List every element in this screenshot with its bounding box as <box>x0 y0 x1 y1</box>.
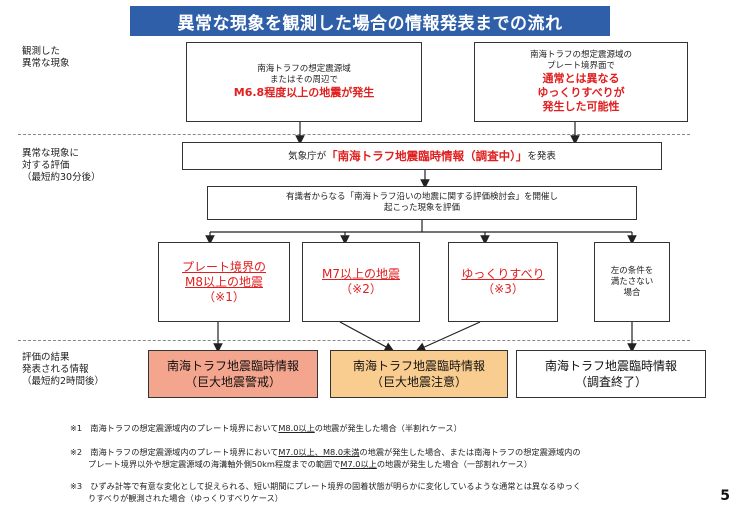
result-major-advisory: 南海トラフ地震臨時情報 （巨大地震注意） <box>330 350 508 398</box>
result-text: （調査終了） <box>574 375 647 389</box>
case-text: 左の条件を <box>610 265 654 276</box>
case-note-ref: （※3） <box>482 282 524 296</box>
row-label-line: （最短約2時間後） <box>22 376 105 387</box>
box-highlight-text: 発生した可能性 <box>542 100 620 113</box>
divider <box>18 134 690 135</box>
note-text: プレート境界以外や想定震源域の海溝軸外側50km程度までの範囲で <box>88 459 341 469</box>
box-highlight-text: M6.8程度以上の地震が発生 <box>233 86 375 99</box>
case-note-ref: （※2） <box>340 282 382 296</box>
divider <box>18 340 690 341</box>
result-major-warning: 南海トラフ地震臨時情報 （巨大地震警戒） <box>148 350 318 398</box>
note-underlined-text: M7.0以上、M8.0未満 <box>278 447 360 457</box>
box-text: 南海トラフの想定震源域の <box>529 50 632 60</box>
note-text: の地震が発生した場合（一部割れケース） <box>376 459 533 469</box>
box-text: 南海トラフの想定震源域 <box>257 64 351 74</box>
evaluation-committee-box: 有識者からなる「南海トラフ沿いの地震に関する評価検討会」を開催し 起こった現象を… <box>207 186 637 220</box>
case-note-ref: （※1） <box>203 289 245 304</box>
box-highlight-text: 通常とは異なる <box>542 72 620 85</box>
note-3: ※3 ひずみ計等で有意な変化として捉えられる、短い期間にプレート境界の固着状態が… <box>70 480 581 504</box>
note-text: りすべりが観測された場合（ゆっくりすべりケース） <box>88 493 283 503</box>
arrow <box>339 321 395 352</box>
note-text: ※3 ひずみ計等で有意な変化として捉えられる、短い期間にプレート境界の固着状態が… <box>70 481 582 491</box>
box-highlight-text: 「南海トラフ地震臨時情報（調査中）」 <box>326 149 528 163</box>
row-label-line: 評価の結果 <box>22 352 70 363</box>
row-label-observed: 観測した 異常な現象 <box>22 46 70 70</box>
note-text: の地震が発生した場合（半割れケース） <box>314 423 462 433</box>
case-text: プレート境界の <box>181 259 266 274</box>
case-text: M8以上の地震 <box>185 274 263 289</box>
result-text: （巨大地震注意） <box>370 375 467 389</box>
case-text: M7以上の地震 <box>322 267 400 281</box>
case-text: ゆっくりすべり <box>461 267 545 281</box>
result-investigation-ended: 南海トラフ地震臨時情報 （調査終了） <box>516 350 706 398</box>
note-1: ※1 南海トラフの想定震源域内のプレート境界においてM8.0以上の地震が発生した… <box>70 422 462 434</box>
result-text: （巨大地震警戒） <box>184 375 281 389</box>
row-label-line: 観測した <box>22 46 61 57</box>
row-label-line: 対する評価 <box>22 160 70 171</box>
box-text: 起こった現象を評価 <box>384 203 460 213</box>
page-number: 5 <box>720 488 730 504</box>
row-label-line: 発表される情報 <box>22 364 89 375</box>
page-title: 異常な現象を観測した場合の情報発表までの流れ <box>130 6 610 36</box>
case-text: 場合 <box>623 287 641 298</box>
observed-slow-slip-box: 南海トラフの想定震源域の プレート境界面で 通常とは異なる ゆっくりすべりが 発… <box>474 42 688 122</box>
box-text: を発表 <box>527 150 556 162</box>
row-label-line: （最短約30分後） <box>22 172 101 183</box>
result-text: 南海トラフ地震臨時情報 <box>352 359 485 373</box>
result-text: 南海トラフ地震臨時情報 <box>166 359 299 373</box>
observed-earthquake-box: 南海トラフの想定震源域 またはその周辺で M6.8程度以上の地震が発生 <box>186 42 422 122</box>
row-label-evaluation: 異常な現象に 対する評価 （最短約30分後） <box>22 148 101 184</box>
row-label-line: 異常な現象 <box>22 58 70 69</box>
case-text: 満たさない <box>610 276 654 287</box>
box-text: 有識者からなる「南海トラフ沿いの地震に関する評価検討会」を開催し <box>285 192 558 202</box>
row-label-line: 異常な現象に <box>22 148 80 159</box>
case-m7: M7以上の地震 （※2） <box>302 242 420 322</box>
box-highlight-text: ゆっくりすべりが <box>537 86 625 99</box>
result-text: 南海トラフ地震臨時情報 <box>544 359 677 373</box>
box-text: 気象庁が <box>288 150 327 162</box>
case-m8-plate-boundary: プレート境界の M8以上の地震 （※1） <box>158 242 290 322</box>
row-label-result: 評価の結果 発表される情報 （最短約2時間後） <box>22 352 104 388</box>
note-text: ※2 南海トラフの想定震源域内のプレート境界において <box>70 447 279 457</box>
box-text: プレート境界面で <box>546 61 615 71</box>
note-text: の地震が発生した場合、または南海トラフの想定震源域内の <box>359 447 581 457</box>
note-text: ※1 南海トラフの想定震源域内のプレート境界において <box>70 423 279 433</box>
case-slow-slip: ゆっくりすべり （※3） <box>448 242 558 322</box>
note-underlined-text: M8.0以上 <box>278 423 315 433</box>
note-underlined-text: M7.0以上 <box>340 459 377 469</box>
arrow <box>415 321 481 352</box>
box-text: またはその周辺で <box>269 75 338 85</box>
case-none: 左の条件を 満たさない 場合 <box>594 242 670 322</box>
note-2: ※2 南海トラフの想定震源域内のプレート境界においてM7.0以上、M8.0未満の… <box>70 446 581 470</box>
jma-announcement-box: 気象庁が 「南海トラフ地震臨時情報（調査中）」 を発表 <box>182 142 662 170</box>
